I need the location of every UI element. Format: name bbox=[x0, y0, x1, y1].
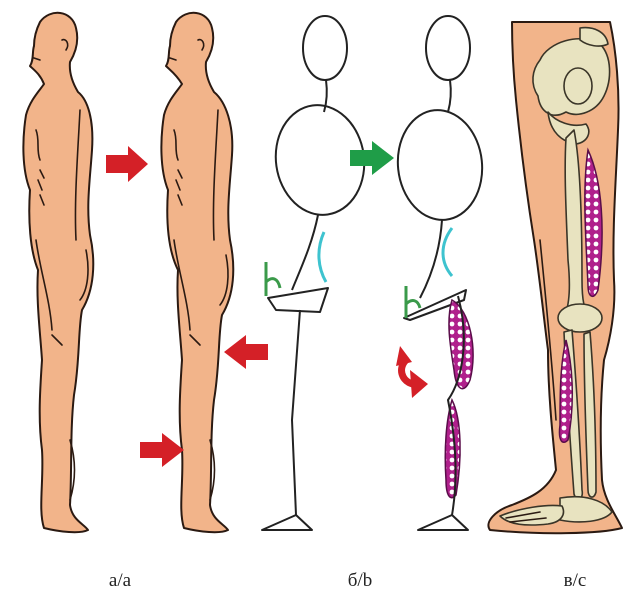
curved-arrow-icon bbox=[396, 346, 428, 398]
panel-label-a: а/а bbox=[90, 570, 150, 592]
panel-b-stick-figures bbox=[262, 16, 488, 530]
red-arrow-icon bbox=[140, 433, 184, 467]
panel-label-b: б/b bbox=[330, 570, 390, 592]
green-arrow-icon bbox=[350, 141, 394, 175]
panel-a-figures bbox=[23, 13, 268, 532]
stick-figure-normal bbox=[262, 16, 371, 530]
panel-c-leg-anatomy bbox=[488, 22, 622, 533]
stick-figure-altered bbox=[392, 16, 487, 530]
human-figure-normal bbox=[23, 13, 93, 532]
red-arrow-icon bbox=[224, 335, 268, 369]
panel-label-c: в/с bbox=[545, 570, 605, 592]
red-arrow-icon bbox=[106, 146, 148, 182]
